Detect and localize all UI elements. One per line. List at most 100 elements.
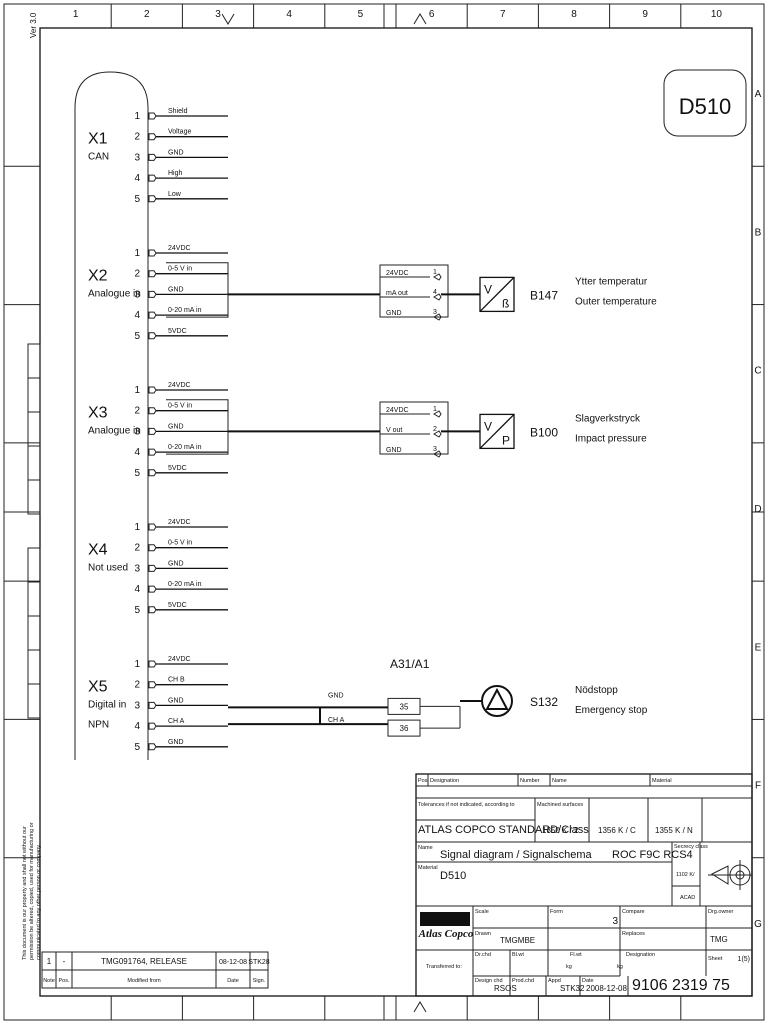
tb-drawnby: TMGMBE <box>500 936 535 945</box>
pin-number: 3 <box>134 289 140 300</box>
pin-label: GND <box>168 560 184 567</box>
transducer-out: ß <box>502 296 509 310</box>
tb-header: Number <box>520 778 540 784</box>
box-pin: 3 <box>433 309 437 316</box>
pin-label: GND <box>168 149 184 156</box>
pin-label: GND <box>168 286 184 293</box>
box-pin: 2 <box>433 426 437 433</box>
estop-module: A31/A1 <box>390 657 430 671</box>
pin-label: GND <box>168 423 184 430</box>
disclaimer-line: communicated to any other person or comp… <box>36 843 42 960</box>
pin-label: Voltage <box>168 129 191 136</box>
disclaimer: This document is our property and shall … <box>22 822 42 960</box>
company-logo: Atlas Copco <box>418 928 474 940</box>
sensor-name-se: Slagverkstryck <box>575 413 641 424</box>
tb-header: Compare <box>622 909 645 915</box>
pin-socket <box>148 448 157 456</box>
pin-number: 4 <box>134 173 140 184</box>
column-number: 1 <box>73 9 79 20</box>
tb-model: ROC F9C RCS4 <box>612 849 693 861</box>
connector-subtitle: Not used <box>88 562 128 573</box>
tb-header: Pos <box>418 778 428 784</box>
row-letter: F <box>755 781 761 792</box>
tb-header: Name <box>418 845 433 851</box>
pin-number: 2 <box>134 406 140 417</box>
row-letter: G <box>754 919 762 930</box>
rev-sign: STK28 <box>248 959 270 966</box>
sheet-id: D510 <box>679 94 732 119</box>
pin-number: 1 <box>134 111 140 122</box>
box-socket <box>433 410 442 418</box>
box-label: GND <box>386 310 402 317</box>
tb-header: Dr.chd <box>475 952 491 958</box>
estop-symbol <box>481 685 513 717</box>
tb-header: Sheet <box>708 956 723 962</box>
pin-socket <box>148 195 157 203</box>
row-letter: A <box>755 89 762 100</box>
pin-label: 24VDC <box>168 656 191 663</box>
column-number: 7 <box>500 9 506 20</box>
pin-label: GND <box>168 739 184 746</box>
pin-number: 3 <box>134 152 140 163</box>
tb-header: Form <box>550 909 563 915</box>
pin-socket <box>148 722 157 730</box>
disclaimer-line: This document is our property and shall … <box>22 826 28 960</box>
pin-label: 5VDC <box>168 328 187 335</box>
box-label: mA out <box>386 290 408 297</box>
signal-bracket <box>166 262 229 318</box>
transducer-symbol <box>479 413 515 450</box>
column-number: 2 <box>144 9 150 20</box>
pin-number: 4 <box>134 721 140 732</box>
signal-bracket <box>166 399 229 455</box>
tb-header: Tolerances if not indicated, according t… <box>418 802 515 808</box>
pin-number: 3 <box>134 700 140 711</box>
pin-socket <box>148 606 157 614</box>
pin-number: 1 <box>134 248 140 259</box>
estop-tag: S132 <box>530 695 558 709</box>
box-pin: 1 <box>433 269 437 276</box>
connector-subtitle: Digital in <box>88 699 126 710</box>
box-socket <box>433 430 442 438</box>
tb-header: Bl.wt <box>512 952 524 958</box>
margin-box <box>27 377 41 413</box>
tb-secrecy: ACAD <box>680 895 695 901</box>
rev-pos: - <box>63 957 66 966</box>
pin-number: 4 <box>134 584 140 595</box>
margin-box <box>27 683 41 719</box>
tb-class: 1355 K / N <box>655 826 693 835</box>
column-number: 10 <box>711 9 723 20</box>
sensor-name-en: Outer temperature <box>575 296 657 307</box>
margin-box <box>27 343 41 379</box>
row-letter: B <box>755 227 762 238</box>
sensor-name-en: Impact pressure <box>575 433 647 444</box>
box-socket <box>433 273 442 281</box>
tb-header: Designation <box>430 778 459 784</box>
pin-label: 0-5 V in <box>168 540 192 547</box>
pin-label: 0-20 mA in <box>168 444 202 451</box>
column-number: 6 <box>429 9 435 20</box>
tb-class: 1356 K / C <box>598 826 636 835</box>
pin-socket <box>148 386 157 394</box>
sensor-name-se: Ytter temperatur <box>575 276 648 287</box>
tb-sheet: 1(5) <box>738 956 750 963</box>
pin-number: 5 <box>134 468 140 479</box>
pin-socket <box>148 660 157 668</box>
pin-socket <box>148 174 157 182</box>
rev-header: Note <box>43 978 55 984</box>
tb-header: Name <box>552 778 567 784</box>
sensor-tag: B147 <box>530 288 558 302</box>
center-mark <box>221 13 235 25</box>
pin-socket <box>148 544 157 552</box>
pin-number: 2 <box>134 269 140 280</box>
tb-header: Material <box>652 778 672 784</box>
sheet-id-badge <box>663 69 747 137</box>
pin-label: 0-20 mA in <box>168 307 202 314</box>
margin-box <box>27 547 41 583</box>
box-socket <box>433 293 442 301</box>
